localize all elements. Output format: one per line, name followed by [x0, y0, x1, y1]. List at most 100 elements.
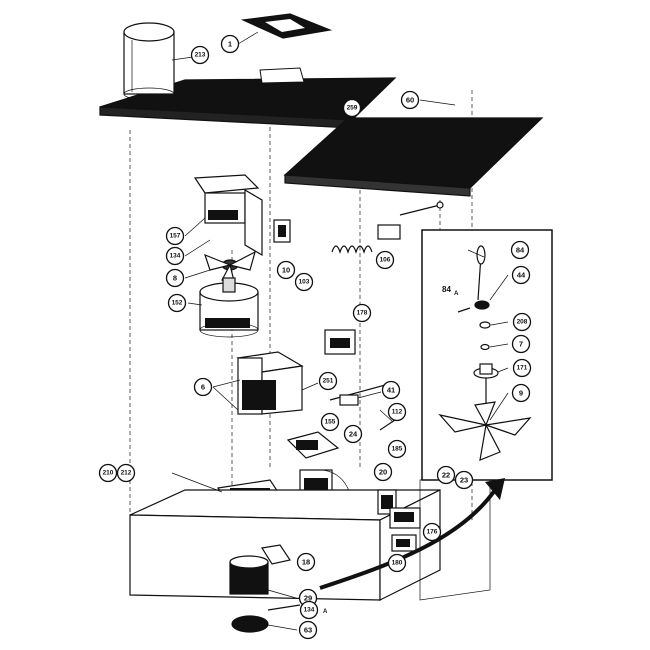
callout-134: 134: [165, 246, 185, 266]
callout-circle: [98, 463, 118, 483]
label-134a-suffix: A: [323, 609, 328, 615]
callout-20: 20: [373, 462, 393, 482]
callout-number: 152: [172, 300, 183, 307]
callout-circle: [342, 98, 362, 118]
callout-circle: [318, 371, 338, 391]
callout-number: 6: [201, 383, 205, 392]
callout-number: 7: [519, 340, 523, 349]
callout-24: 24: [343, 424, 363, 444]
callout-number: 112: [392, 409, 403, 416]
callout-number: 8: [173, 274, 177, 283]
callout-circle: [387, 553, 407, 573]
callout-circle: [296, 552, 316, 572]
cylinder-canister: [123, 22, 175, 101]
callout-circle: [454, 470, 474, 490]
callout-circle: [190, 45, 210, 65]
callout-number: 155: [325, 419, 336, 426]
callout-259: 259: [342, 98, 362, 118]
callout-circle: [422, 522, 442, 542]
callout-circle: [320, 412, 340, 432]
callout-circle: [512, 312, 532, 332]
callout-circle: [165, 226, 185, 246]
callout-180: 180: [387, 553, 407, 573]
callout-circle: [381, 380, 401, 400]
callout-178: 178: [352, 303, 372, 323]
callout-134a: 134: [299, 600, 319, 620]
callout-8: 8: [165, 268, 185, 288]
callout-60: 60: [400, 90, 420, 110]
callout-number: 10: [282, 266, 290, 275]
callout-number: 60: [406, 96, 414, 105]
callout-circle: [512, 358, 532, 378]
callout-7: 7: [511, 334, 531, 354]
callout-number: 134: [304, 607, 315, 614]
callout-44: 44: [511, 265, 531, 285]
callout-1: 1: [220, 34, 240, 54]
callout-circle: [511, 334, 531, 354]
callout-number: 171: [517, 365, 528, 372]
callout-208: 208: [512, 312, 532, 332]
callout-106: 106: [375, 250, 395, 270]
callout-63: 63: [298, 620, 318, 640]
callout-circle: [511, 383, 531, 403]
small-relay: [273, 219, 291, 243]
capacitor: [229, 555, 269, 595]
motor-body: [199, 277, 259, 338]
callout-210: 210: [98, 463, 118, 483]
gasket-part: [240, 13, 333, 39]
callout-circle: [510, 240, 530, 260]
callout-number: 84: [516, 246, 525, 255]
callout-number: 44: [517, 271, 526, 280]
callout-number: 210: [103, 470, 114, 477]
callout-circle: [400, 90, 420, 110]
callout-84: 84: [510, 240, 530, 260]
callout-176: 176: [422, 522, 442, 542]
callout-circle: [436, 465, 456, 485]
callout-9: 9: [511, 383, 531, 403]
leader-lines: [171, 31, 509, 631]
callout-circle: [387, 402, 407, 422]
callout-185: 185: [387, 439, 407, 459]
callout-circle: [294, 272, 314, 292]
label-84a-suffix: A: [454, 291, 459, 297]
callout-circle: [343, 424, 363, 444]
callout-number: 24: [349, 430, 358, 439]
callout-circle: [387, 439, 407, 459]
callout-number: 180: [392, 560, 403, 567]
callout-103: 103: [294, 272, 314, 292]
callout-number: 178: [357, 310, 368, 317]
callout-112: 112: [387, 402, 407, 422]
callout-number: 212: [121, 470, 132, 477]
callout-number: 134: [170, 253, 181, 260]
mounting-bracket: [261, 544, 291, 565]
callout-18: 18: [296, 552, 316, 572]
callout-251: 251: [318, 371, 338, 391]
callout-number: 185: [392, 446, 403, 453]
callout-number: 259: [347, 105, 358, 112]
callout-152: 152: [167, 293, 187, 313]
callout-circle: [352, 303, 372, 323]
callout-41: 41: [381, 380, 401, 400]
callout-circle: [373, 462, 393, 482]
right-switch-cluster: [377, 489, 421, 552]
callout-number: 9: [519, 389, 523, 398]
callout-10: 10: [276, 260, 296, 280]
callout-number: 157: [170, 233, 181, 240]
transformer: [236, 351, 304, 415]
inset-detail-box: [421, 229, 553, 481]
callout-labels: 1 213 259 60 157 134 8 152 10 106 103 178 6 251 41 112 1…: [98, 34, 532, 640]
callout-213: 213: [190, 45, 210, 65]
callout-number: 106: [380, 257, 391, 264]
callout-circle: [511, 265, 531, 285]
callout-circle: [220, 34, 240, 54]
callout-number: 22: [442, 471, 450, 480]
free-labels: 84 A A: [323, 285, 459, 615]
callout-23: 23: [454, 470, 474, 490]
control-board: [286, 431, 340, 459]
callout-circle: [165, 246, 185, 266]
callout-circle: [193, 377, 213, 397]
callout-circle: [375, 250, 395, 270]
callout-circle: [299, 600, 319, 620]
motor-bracket: [193, 174, 263, 257]
